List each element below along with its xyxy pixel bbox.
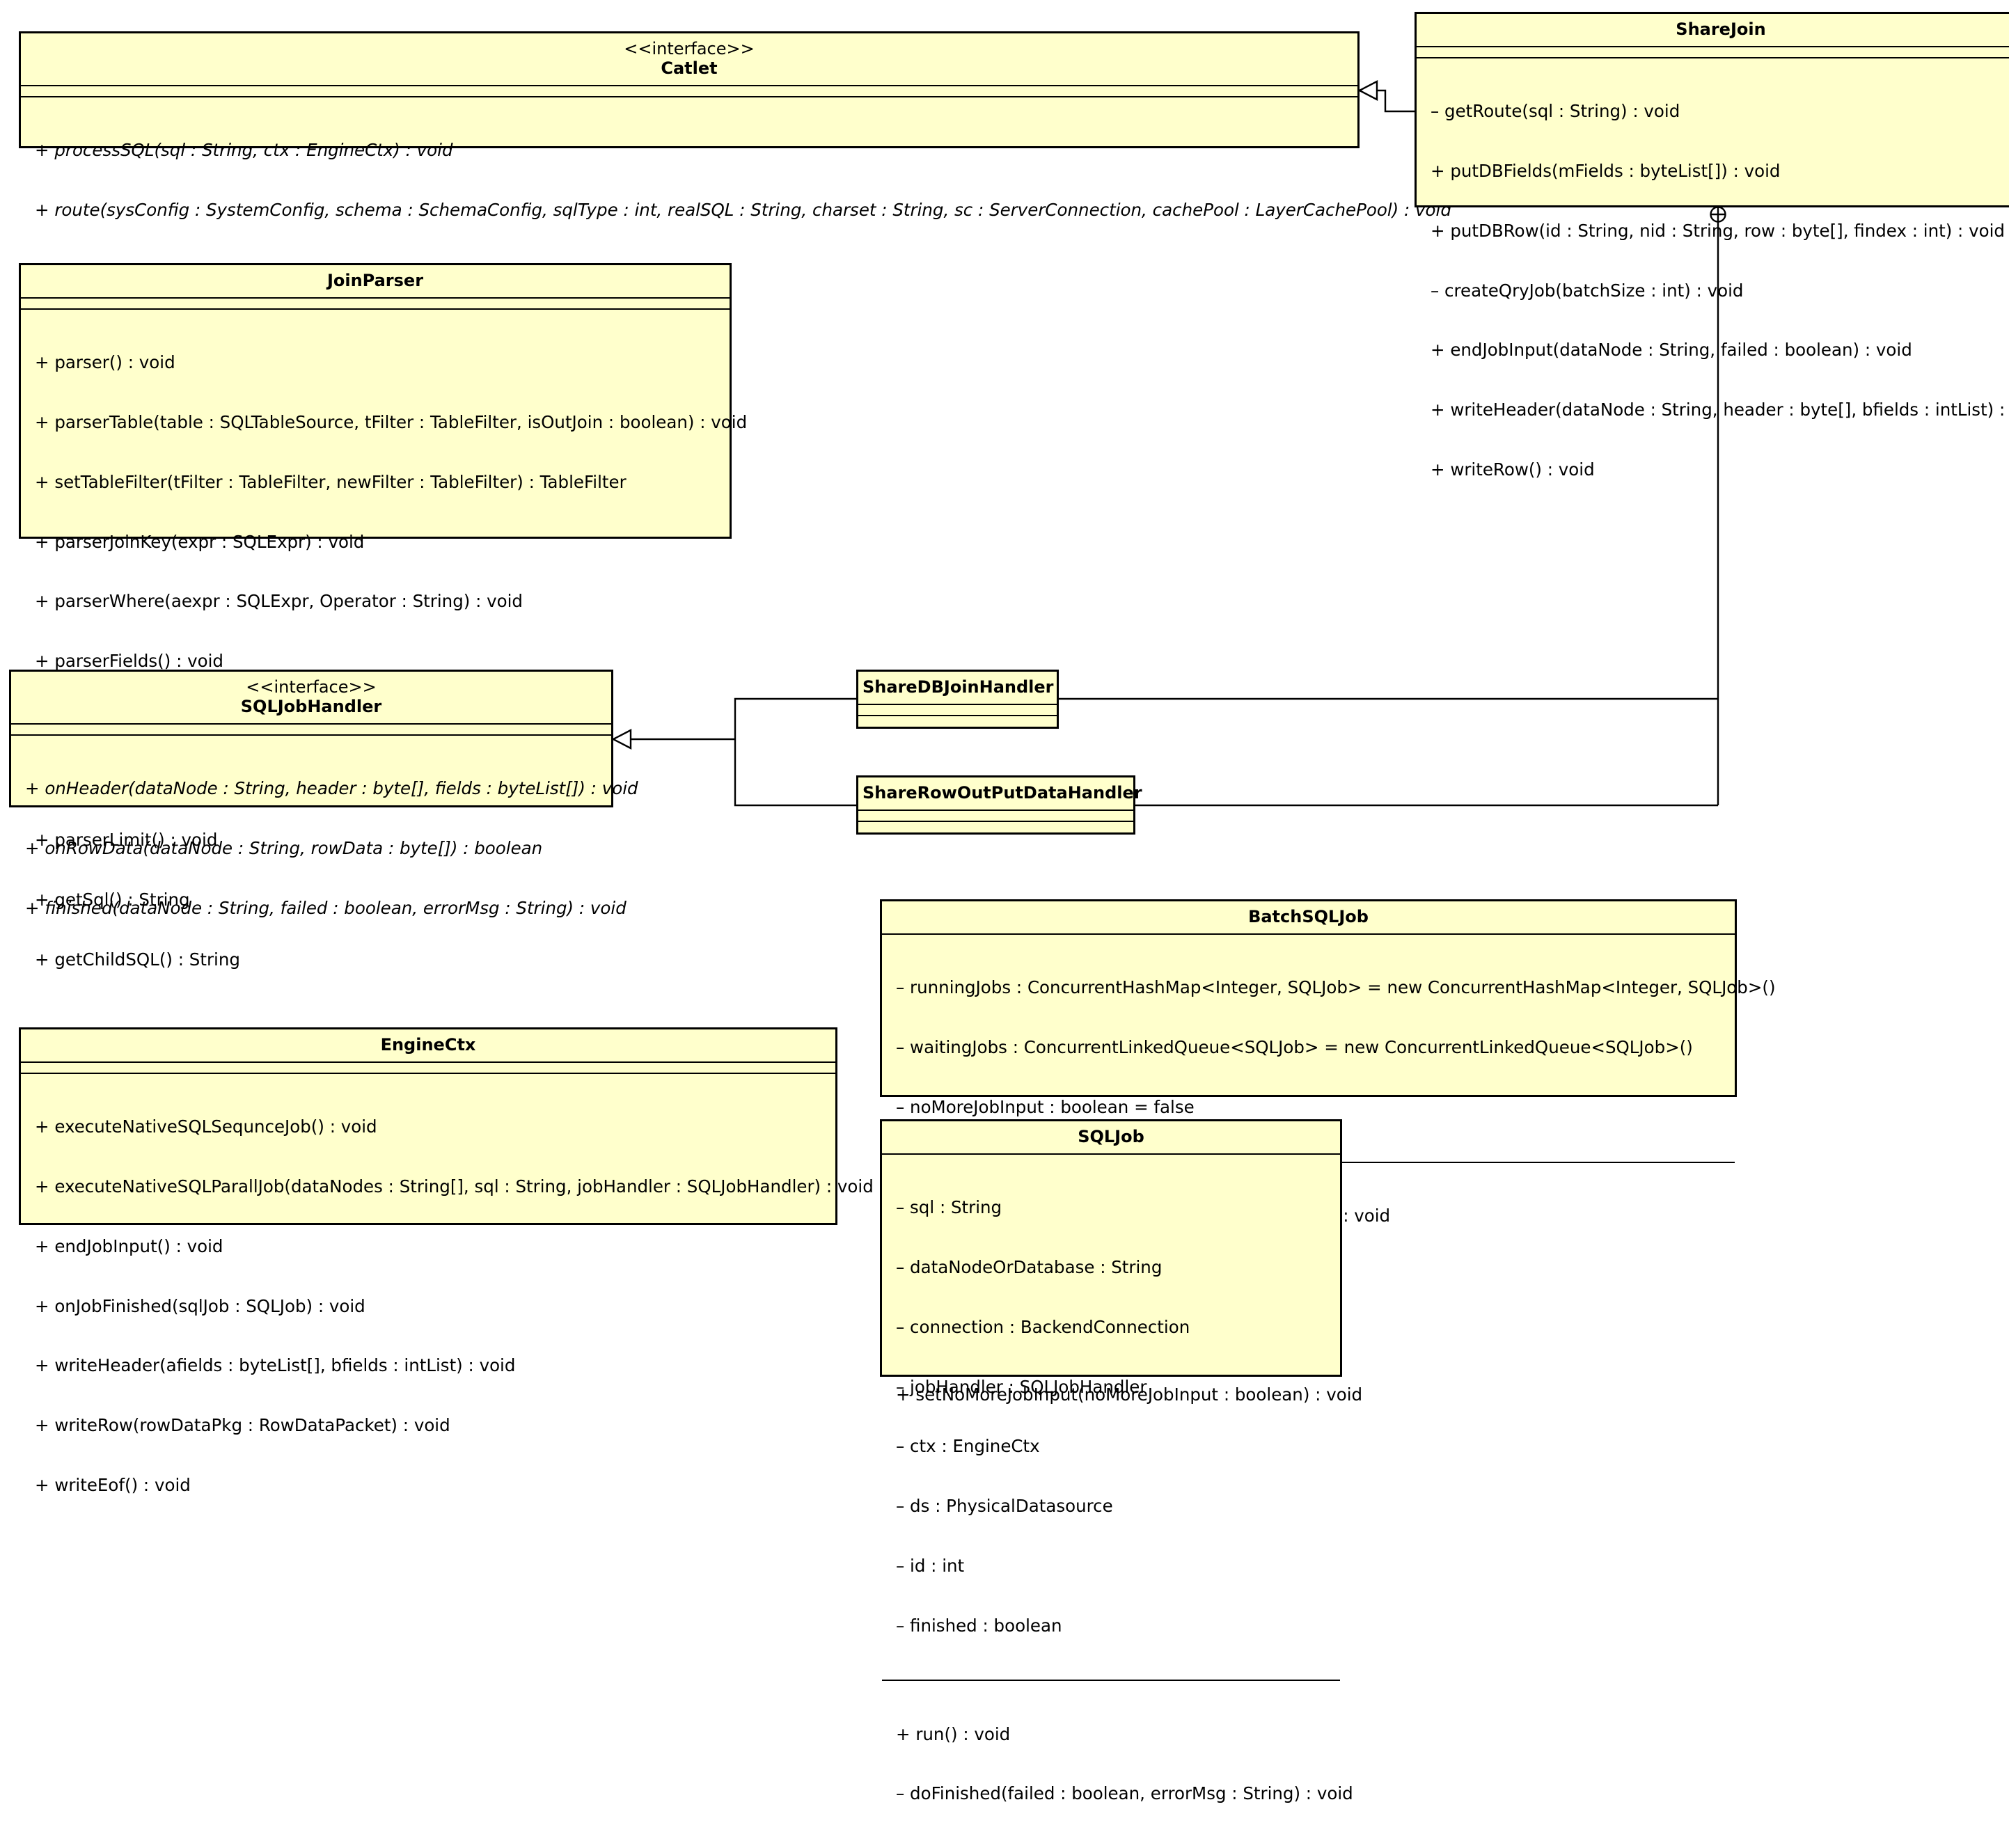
sqljob-attribute: – dataNodeOrDatabase : String	[896, 1256, 1163, 1277]
sharejoin-operations: – getRoute(sql : String) : void + putDBF…	[1417, 57, 2009, 524]
catlet-realization-arrowhead	[1357, 80, 1378, 101]
sqljobhandler-operation: + finished(dataNode : String, failed : b…	[25, 897, 627, 918]
sharejoin-operation: + putDBFields(mFields : byteList[]) : vo…	[1431, 160, 1781, 181]
sharedbjoinhandler-operations	[858, 715, 1057, 726]
joinparser-operation: + parserWhere(aexpr : SQLExpr, Operator …	[35, 591, 523, 612]
catlet-operation: + processSQL(sql : String, ctx : EngineC…	[35, 140, 453, 161]
handler-realization-lines	[734, 697, 856, 807]
sqljob-attribute: – finished : boolean	[896, 1615, 1062, 1636]
class-enginectx[interactable]: EngineCtx + executeNativeSQLSequnceJob()…	[19, 1027, 874, 1494]
enginectx-operations: + executeNativeSQLSequnceJob() : void + …	[21, 1073, 874, 1540]
sqljob-name: SQLJob	[1078, 1127, 1144, 1146]
enginectx-operation: + endJobInput() : void	[35, 1235, 223, 1256]
class-sharedbjoinhandler[interactable]: ShareDBJoinHandler	[856, 670, 1059, 729]
enginectx-operation: + executeNativeSQLParallJob(dataNodes : …	[35, 1176, 874, 1197]
sqljobhandler-stereotype: <<interface>>	[246, 677, 377, 697]
sqljobhandler-realization-arrowhead	[611, 729, 632, 750]
sharejoin-attributes	[1417, 46, 2009, 57]
sqljob-attribute: – ds : PhysicalDatasource	[896, 1496, 1113, 1517]
sqljobhandler-attributes	[11, 723, 611, 734]
joinparser-operations: + parser() : void + parserTable(table : …	[21, 308, 748, 1014]
sqljobhandler-operations: + onHeader(dataNode : String, header : b…	[11, 734, 638, 963]
sqljob-attribute: – ctx : EngineCtx	[896, 1436, 1040, 1457]
sqljob-attribute: – jobHandler : SQLJobHandler	[896, 1376, 1147, 1397]
sharejoin-operation: + endJobInput(dataNode : String, failed …	[1431, 340, 1912, 361]
sqljob-operation: + run() : void	[896, 1723, 1011, 1744]
joinparser-operation: + parserFields() : void	[35, 651, 223, 672]
enginectx-operation: + onJobFinished(sqlJob : SQLJob) : void	[35, 1295, 365, 1316]
catlet-attributes	[21, 85, 1357, 96]
sharerowoutputdatahandler-name: ShareRowOutPutDataHandler	[862, 783, 1142, 803]
class-batchsqljob[interactable]: BatchSQLJob – runningJobs : ConcurrentHa…	[880, 899, 1776, 1405]
batchsqljob-attribute: – waitingJobs : ConcurrentLinkedQueue<SQ…	[896, 1036, 1693, 1057]
enginectx-operation: + writeRow(rowDataPkg : RowDataPacket) :…	[35, 1415, 450, 1436]
enginectx-operation: + executeNativeSQLSequnceJob() : void	[35, 1116, 377, 1137]
sqljob-attribute: – sql : String	[896, 1197, 1002, 1218]
sqljobhandler-operation: + onHeader(dataNode : String, header : b…	[25, 778, 638, 799]
catlet-operation: + route(sysConfig : SystemConfig, schema…	[35, 199, 1451, 220]
catlet-name: Catlet	[661, 58, 718, 78]
sqljob-attributes: – sql : String – dataNodeOrDatabase : St…	[882, 1153, 1340, 1680]
sharerowoutputdatahandler-operations	[858, 821, 1133, 832]
sqljobhandler-name: SQLJobHandler	[240, 697, 382, 716]
enginectx-attributes	[21, 1061, 835, 1073]
batchsqljob-attributes: – runningJobs : ConcurrentHashMap<Intege…	[882, 933, 1776, 1162]
class-sqljobhandler[interactable]: <<interface>> SQLJobHandler + onHeader(d…	[9, 670, 638, 917]
class-sharejoin[interactable]: ShareJoin – getRoute(sql : String) : voi…	[1415, 12, 2009, 479]
sharedbjoinhandler-attributes	[858, 704, 1057, 715]
relationship-lines	[611, 80, 1726, 807]
sqljob-operation: – doFinished(failed : boolean, errorMsg …	[896, 1783, 1353, 1804]
sharejoin-operation: + putDBRow(id : String, nid : String, ro…	[1431, 220, 2005, 241]
batchsqljob-attribute: – runningJobs : ConcurrentHashMap<Intege…	[896, 977, 1776, 998]
sharerowoutputdatahandler-attributes	[858, 810, 1133, 821]
joinparser-operation: + getChildSQL() : String	[35, 949, 240, 970]
joinparser-operation: + parserJoinKey(expr : SQLExpr) : void	[35, 531, 365, 552]
class-catlet[interactable]: <<interface>> Catlet + processSQL(sql : …	[19, 31, 1451, 220]
catlet-stereotype: <<interface>>	[624, 39, 755, 58]
sharedbjoinhandler-name: ShareDBJoinHandler	[862, 677, 1054, 697]
catlet-operations: + processSQL(sql : String, ctx : EngineC…	[21, 96, 1451, 264]
joinparser-operation: + parserTable(table : SQLTableSource, tF…	[35, 411, 748, 432]
class-sqljob[interactable]: SQLJob – sql : String – dataNodeOrDataba…	[880, 1119, 1353, 1803]
sharejoin-realization-line	[1377, 89, 1415, 113]
joinparser-attributes	[21, 297, 730, 308]
sharejoin-operation: – getRoute(sql : String) : void	[1431, 101, 1680, 122]
sqljob-attribute: – connection : BackendConnection	[896, 1316, 1190, 1337]
enginectx-name: EngineCtx	[380, 1035, 476, 1055]
enginectx-operation: + writeHeader(afields : byteList[], bfie…	[35, 1355, 516, 1376]
sharejoin-name: ShareJoin	[1676, 19, 1766, 39]
sharejoin-operation: + writeHeader(dataNode : String, header …	[1431, 400, 2009, 420]
enginectx-operation: + writeEof() : void	[35, 1474, 191, 1495]
joinparser-operation: + parser() : void	[35, 352, 175, 373]
sharejoin-operation: – createQryJob(batchSize : int) : void	[1431, 280, 1744, 301]
joinparser-operation: + parserLimit() : void	[35, 830, 218, 851]
batchsqljob-attribute: – noMoreJobInput : boolean = false	[896, 1096, 1195, 1117]
sqljobhandler-operation: + onRowData(dataNode : String, rowData :…	[25, 837, 543, 858]
sqljob-operations: + run() : void – doFinished(failed : boo…	[882, 1680, 1353, 1848]
sqljob-attribute: – id : int	[896, 1555, 965, 1576]
joinparser-operation: + setTableFilter(tFilter : TableFilter, …	[35, 471, 627, 492]
class-sharerowoutputdatahandler[interactable]: ShareRowOutPutDataHandler	[856, 775, 1142, 835]
joinparser-operation: + getSql() : String	[35, 890, 190, 910]
joinparser-name: JoinParser	[326, 271, 424, 290]
batchsqljob-name: BatchSQLJob	[1248, 907, 1369, 926]
class-joinparser[interactable]: JoinParser + parser() : void + parserTab…	[19, 263, 747, 970]
sharejoin-operation: + writeRow() : void	[1431, 459, 1595, 480]
